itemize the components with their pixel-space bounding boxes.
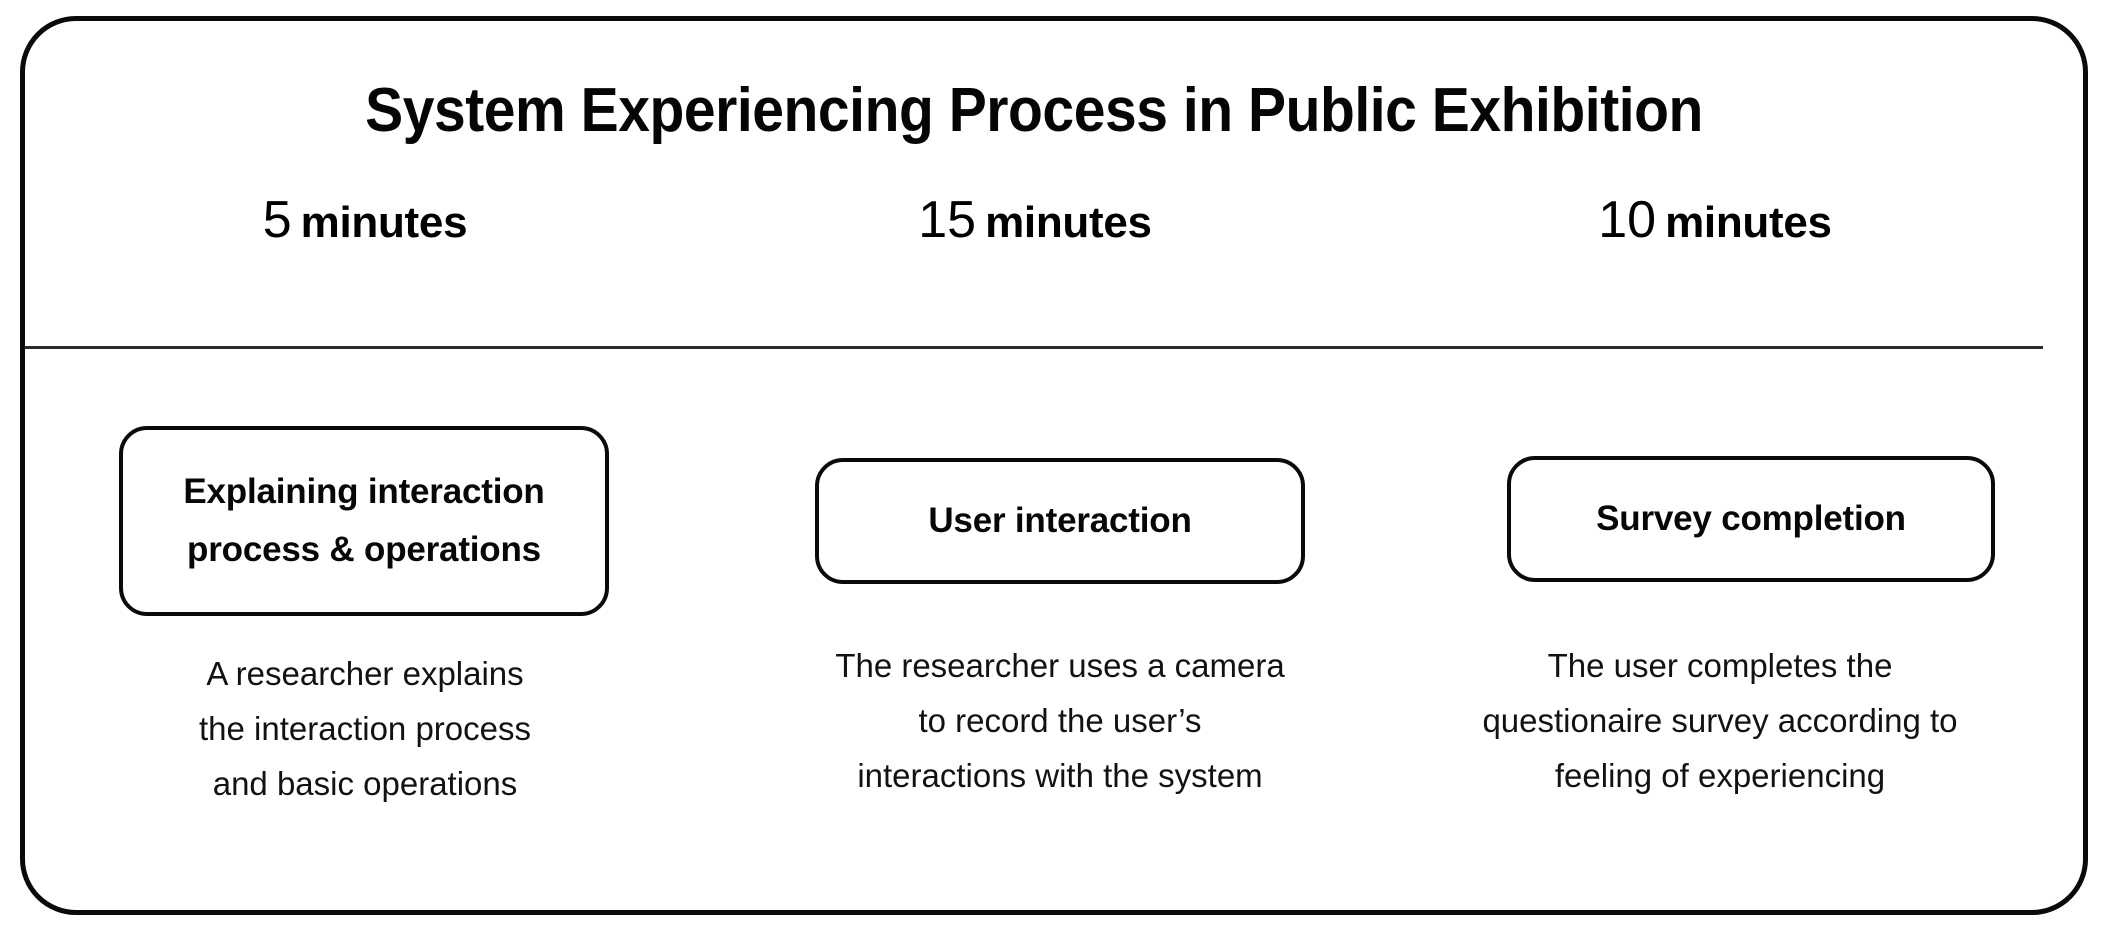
stage-description-line: interactions with the system [857,757,1263,794]
stage-description-1: A researcher explains the interaction pr… [75,646,655,811]
stage-duration-value-2: 15 [918,191,977,249]
stage-description-line: the interaction process [198,710,531,747]
stage-description-line: and basic operations [212,765,518,802]
stage-box-3[interactable]: Survey completion [1507,456,1995,582]
stage-description-3: The user completes the questionaire surv… [1397,638,2043,803]
stage-box-label-line: process & operations [187,530,541,569]
stage-box-label-2: User interaction [918,492,1201,550]
stage-duration-unit-2: minutes [985,198,1152,247]
stage-duration-unit-3: minutes [1665,198,1832,247]
header-divider [25,346,2043,349]
page-title: System Experiencing Process in Public Ex… [365,76,1703,145]
stage-box-label-3: Survey completion [1586,490,1916,548]
stage-description-line: The researcher uses a camera [835,647,1285,684]
stage-description-line: A researcher explains [206,655,524,692]
stage-description-line: to record the user’s [918,702,1202,739]
stage-duration-value-3: 10 [1598,191,1657,249]
stage-box-2[interactable]: User interaction [815,458,1305,584]
stage-description-line: feeling of experiencing [1554,757,1886,794]
stage-description-2: The researcher uses a camera to record t… [745,638,1375,803]
stage-box-label-line: Explaining interaction [183,472,545,511]
stage-box-label-1: Explaining interaction process & operati… [123,463,605,579]
stage-box-label-line: User interaction [928,501,1192,540]
stage-box-1[interactable]: Explaining interaction process & operati… [119,426,609,616]
stage-duration-value-1: 5 [262,191,292,249]
stage-description-line: The user completes the [1547,647,1893,684]
stage-duration-unit-1: minutes [300,198,468,247]
stage-description-line: questionaire survey according to [1482,702,1958,739]
stage-box-label-line: Survey completion [1596,499,1906,538]
